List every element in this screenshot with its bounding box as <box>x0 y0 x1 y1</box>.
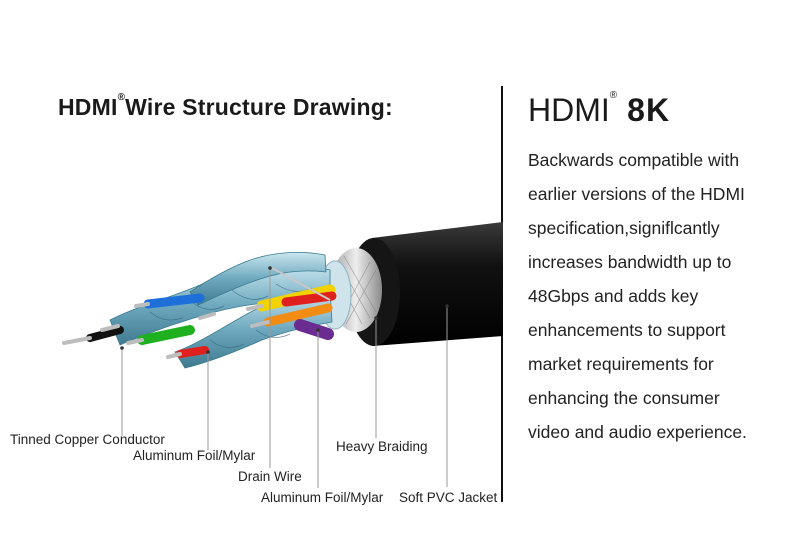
label-foil-2: Aluminum Foil/Mylar <box>261 490 384 505</box>
description: Backwards compatible with earlier versio… <box>528 143 778 449</box>
label-jacket: Soft PVC Jacket <box>399 490 498 505</box>
shielded-pairs <box>109 252 333 369</box>
label-drain-wire: Drain Wire <box>238 469 302 484</box>
description-line: increases bandwidth up to <box>528 252 732 272</box>
copper-conductors <box>62 302 270 359</box>
description-line: enhancing the consumer <box>528 388 720 408</box>
title-brand: HDMI <box>58 94 118 120</box>
title-rest: Wire Structure Drawing: <box>125 94 393 120</box>
registered-mark: ® <box>117 92 126 103</box>
leader-dots <box>120 266 449 354</box>
label-foil-1: Aluminum Foil/Mylar <box>133 448 256 463</box>
description-line: Backwards compatible with <box>528 150 740 170</box>
description-line: enhancements to support <box>528 320 726 340</box>
product-version: 8K <box>627 92 671 128</box>
description-line: 48Gbps and adds key <box>528 286 699 306</box>
description-line: video and audio experience. <box>528 422 747 442</box>
description-line: market requirements for <box>528 354 714 374</box>
product-registered-mark: ® <box>609 90 618 101</box>
description-line: specification,signiflcantly <box>528 218 720 238</box>
drain-wire <box>271 267 331 301</box>
label-braiding: Heavy Braiding <box>336 439 428 454</box>
diagram-title: HDMI®Wire Structure Drawing: <box>58 92 393 121</box>
pvc-jacket <box>372 222 503 346</box>
leader-lines <box>121 268 448 488</box>
product-brand: HDMI <box>528 92 610 128</box>
description-line: earlier versions of the HDMI <box>528 184 745 204</box>
label-tinned-copper: Tinned Copper Conductor <box>10 432 165 447</box>
product-title: HDMI® 8K <box>528 90 671 129</box>
